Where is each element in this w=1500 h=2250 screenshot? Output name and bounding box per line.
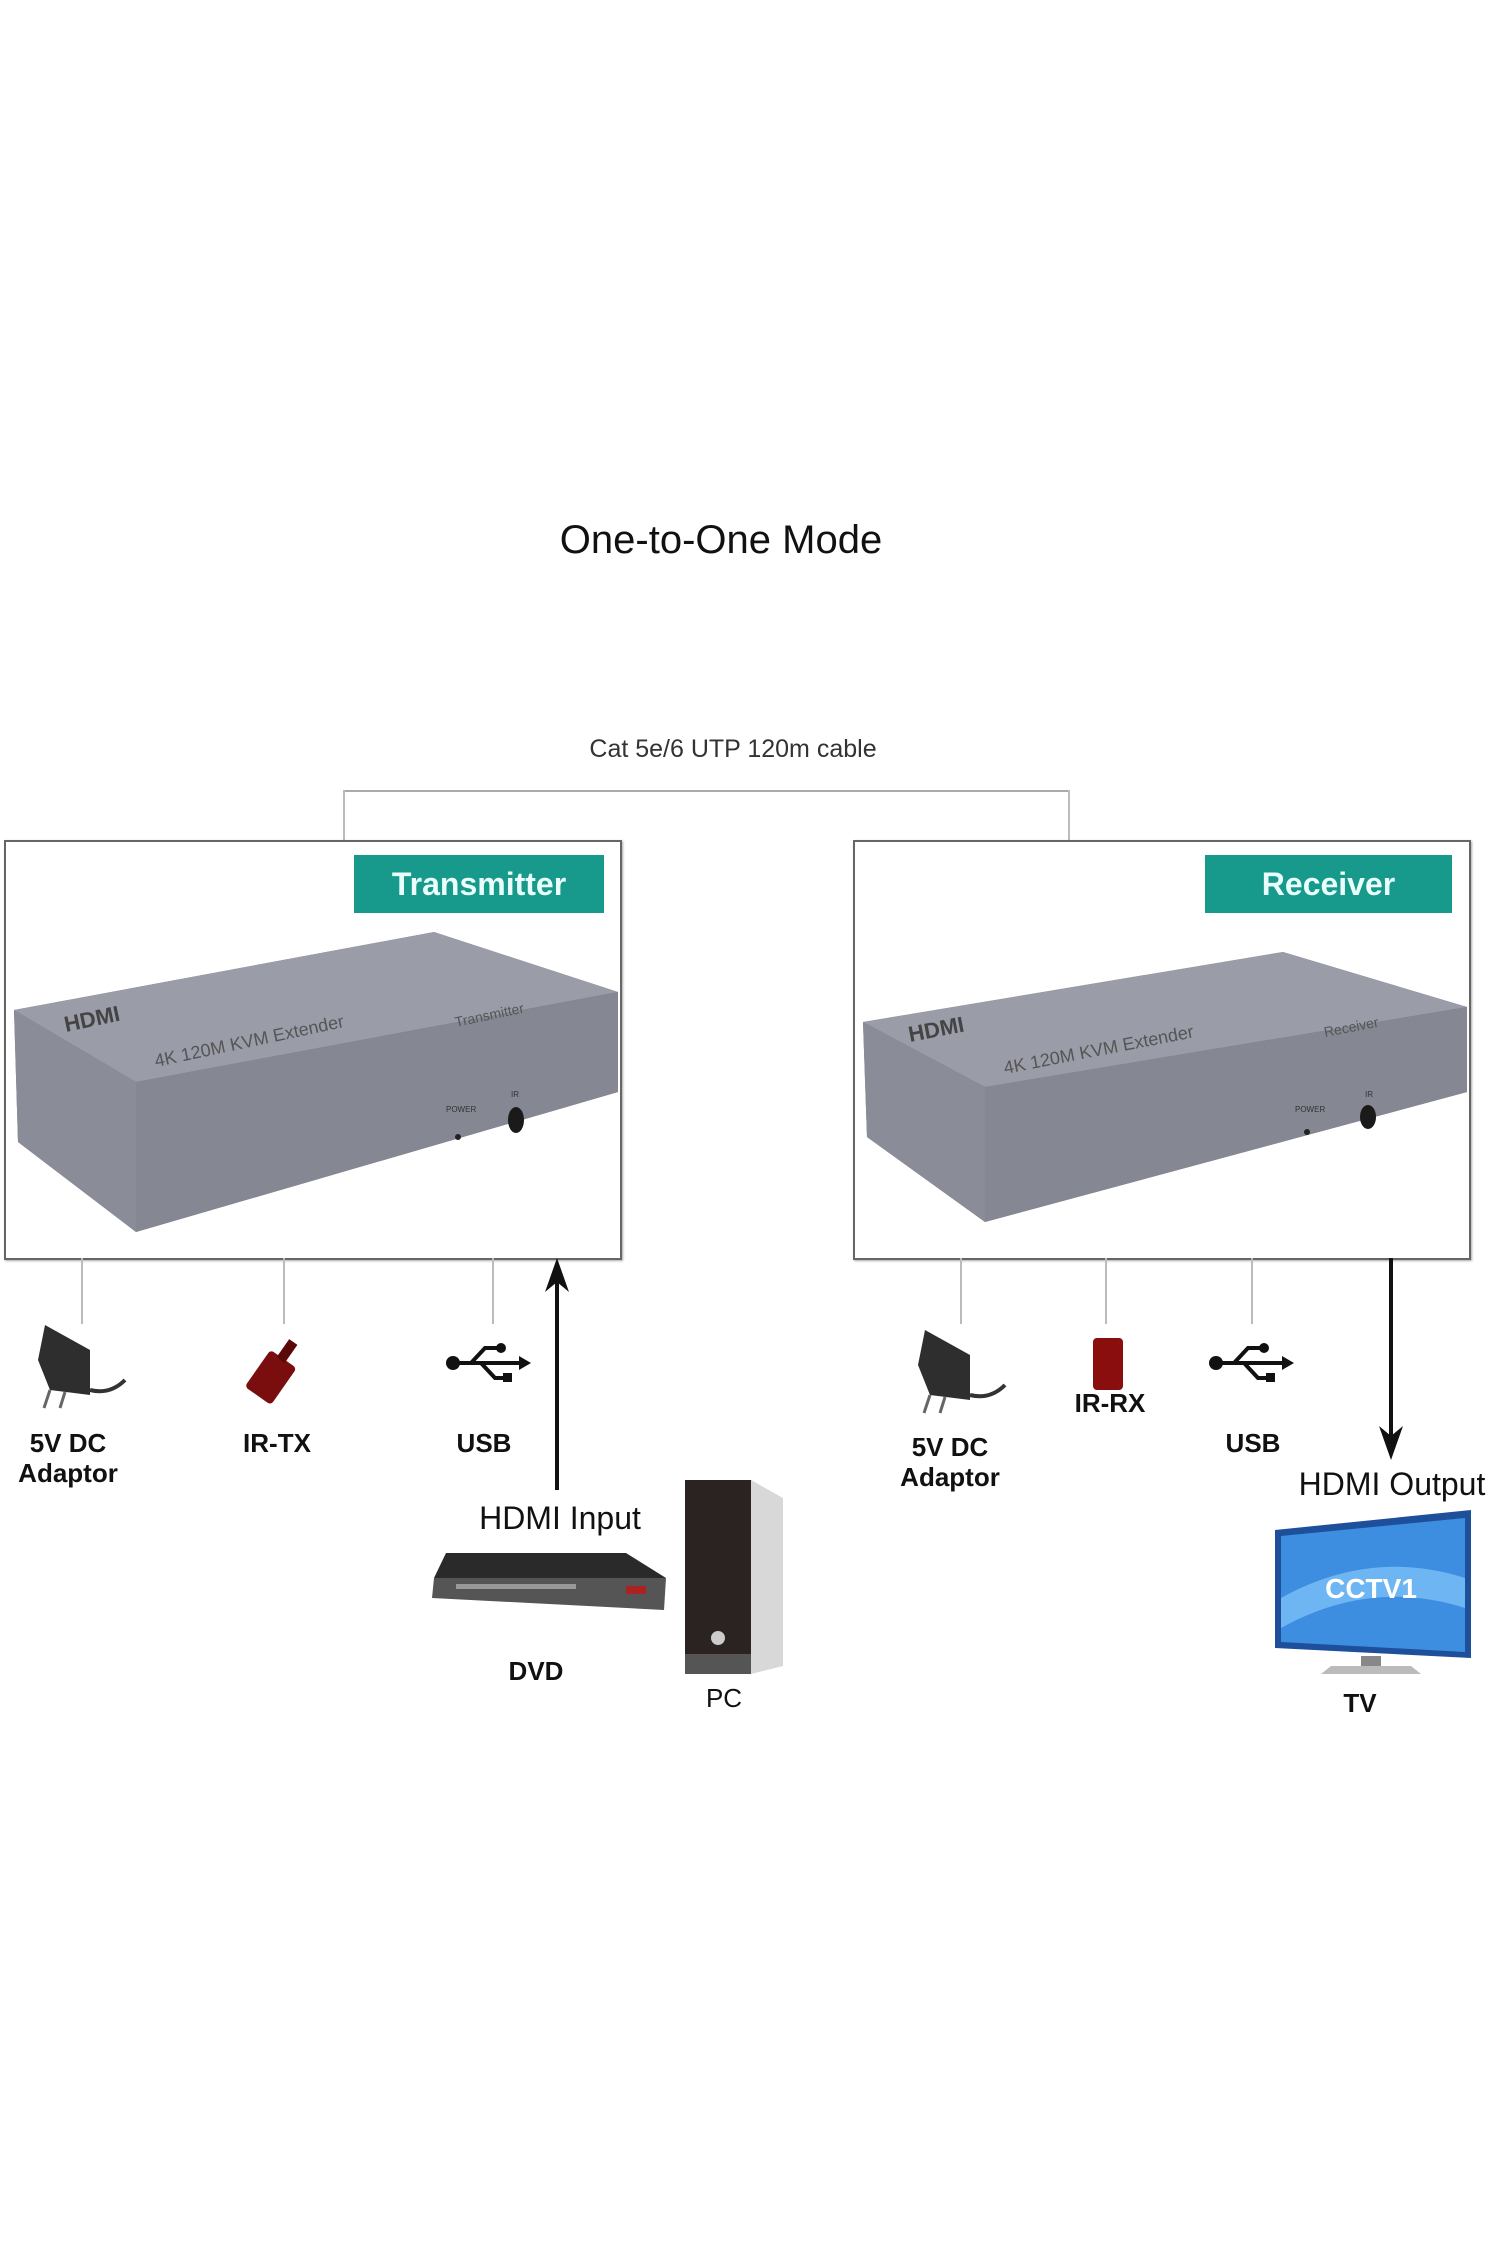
dvd-label: DVD — [508, 1656, 564, 1686]
tx-port-ir-label: IR-TX — [243, 1428, 311, 1458]
hdmi-output-label: HDMI Output — [1298, 1466, 1486, 1502]
power-label: POWER — [1295, 1105, 1325, 1114]
tv-screen-logo: CCTV1 — [1325, 1573, 1417, 1604]
cable-line-right — [1068, 790, 1070, 842]
label-line: 5V DC — [911, 1432, 989, 1462]
receiver-panel: Receiver HDMI 4K 120M KVM Extender Recei… — [853, 840, 1471, 1260]
ir-receiver-icon — [1093, 1338, 1123, 1390]
hdmi-input-arrow — [545, 1258, 569, 1490]
cable-line-left — [343, 790, 345, 842]
usb-icon — [1209, 1343, 1294, 1382]
rx-port-usb-label: USB — [1225, 1428, 1281, 1458]
power-adapter-icon — [38, 1325, 127, 1409]
port-line — [1251, 1258, 1253, 1324]
rx-port-ir-label: IR-RX — [1074, 1388, 1146, 1418]
diagram-title: One-to-One Mode — [559, 518, 883, 562]
transmitter-panel: Transmitter HDMI 4K 120M KVM Extender Tr… — [4, 840, 622, 1260]
ir-label: IR — [1365, 1090, 1373, 1099]
label-line: Adaptor — [900, 1462, 1000, 1492]
receiver-device-image: HDMI 4K 120M KVM Extender Receiver POWER… — [863, 952, 1467, 1222]
port-line — [492, 1258, 494, 1324]
transmitter-device-image: HDMI 4K 120M KVM Extender Transmitter PO… — [14, 932, 618, 1232]
tv-image: CCTV1 — [1275, 1510, 1471, 1674]
port-line — [1105, 1258, 1107, 1324]
receiver-tag: Receiver — [1205, 855, 1452, 913]
ir-transmitter-icon — [246, 1339, 298, 1404]
power-adapter-icon — [918, 1330, 1007, 1414]
dvd-player-image — [432, 1553, 666, 1610]
transmitter-tag: Transmitter — [354, 855, 604, 913]
usb-icon — [446, 1343, 531, 1382]
ir-label: IR — [511, 1090, 519, 1099]
label-line: 5V DC — [29, 1428, 107, 1458]
port-line — [81, 1258, 83, 1324]
pc-label: PC — [705, 1683, 743, 1713]
power-label: POWER — [446, 1105, 476, 1114]
tx-port-adaptor-label: 5V DC Adaptor — [18, 1428, 118, 1488]
port-line — [283, 1258, 285, 1324]
pc-tower-image — [685, 1480, 783, 1674]
tx-port-usb-label: USB — [456, 1428, 512, 1458]
label-line: Adaptor — [18, 1458, 118, 1488]
hdmi-input-label: HDMI Input — [479, 1500, 641, 1536]
rx-port-adaptor-label: 5V DC Adaptor — [900, 1432, 1000, 1492]
port-line — [960, 1258, 962, 1324]
cable-line — [343, 790, 1070, 792]
tv-label: TV — [1343, 1688, 1377, 1718]
hdmi-output-arrow — [1379, 1258, 1403, 1460]
cable-label: Cat 5e/6 UTP 120m cable — [589, 735, 877, 763]
